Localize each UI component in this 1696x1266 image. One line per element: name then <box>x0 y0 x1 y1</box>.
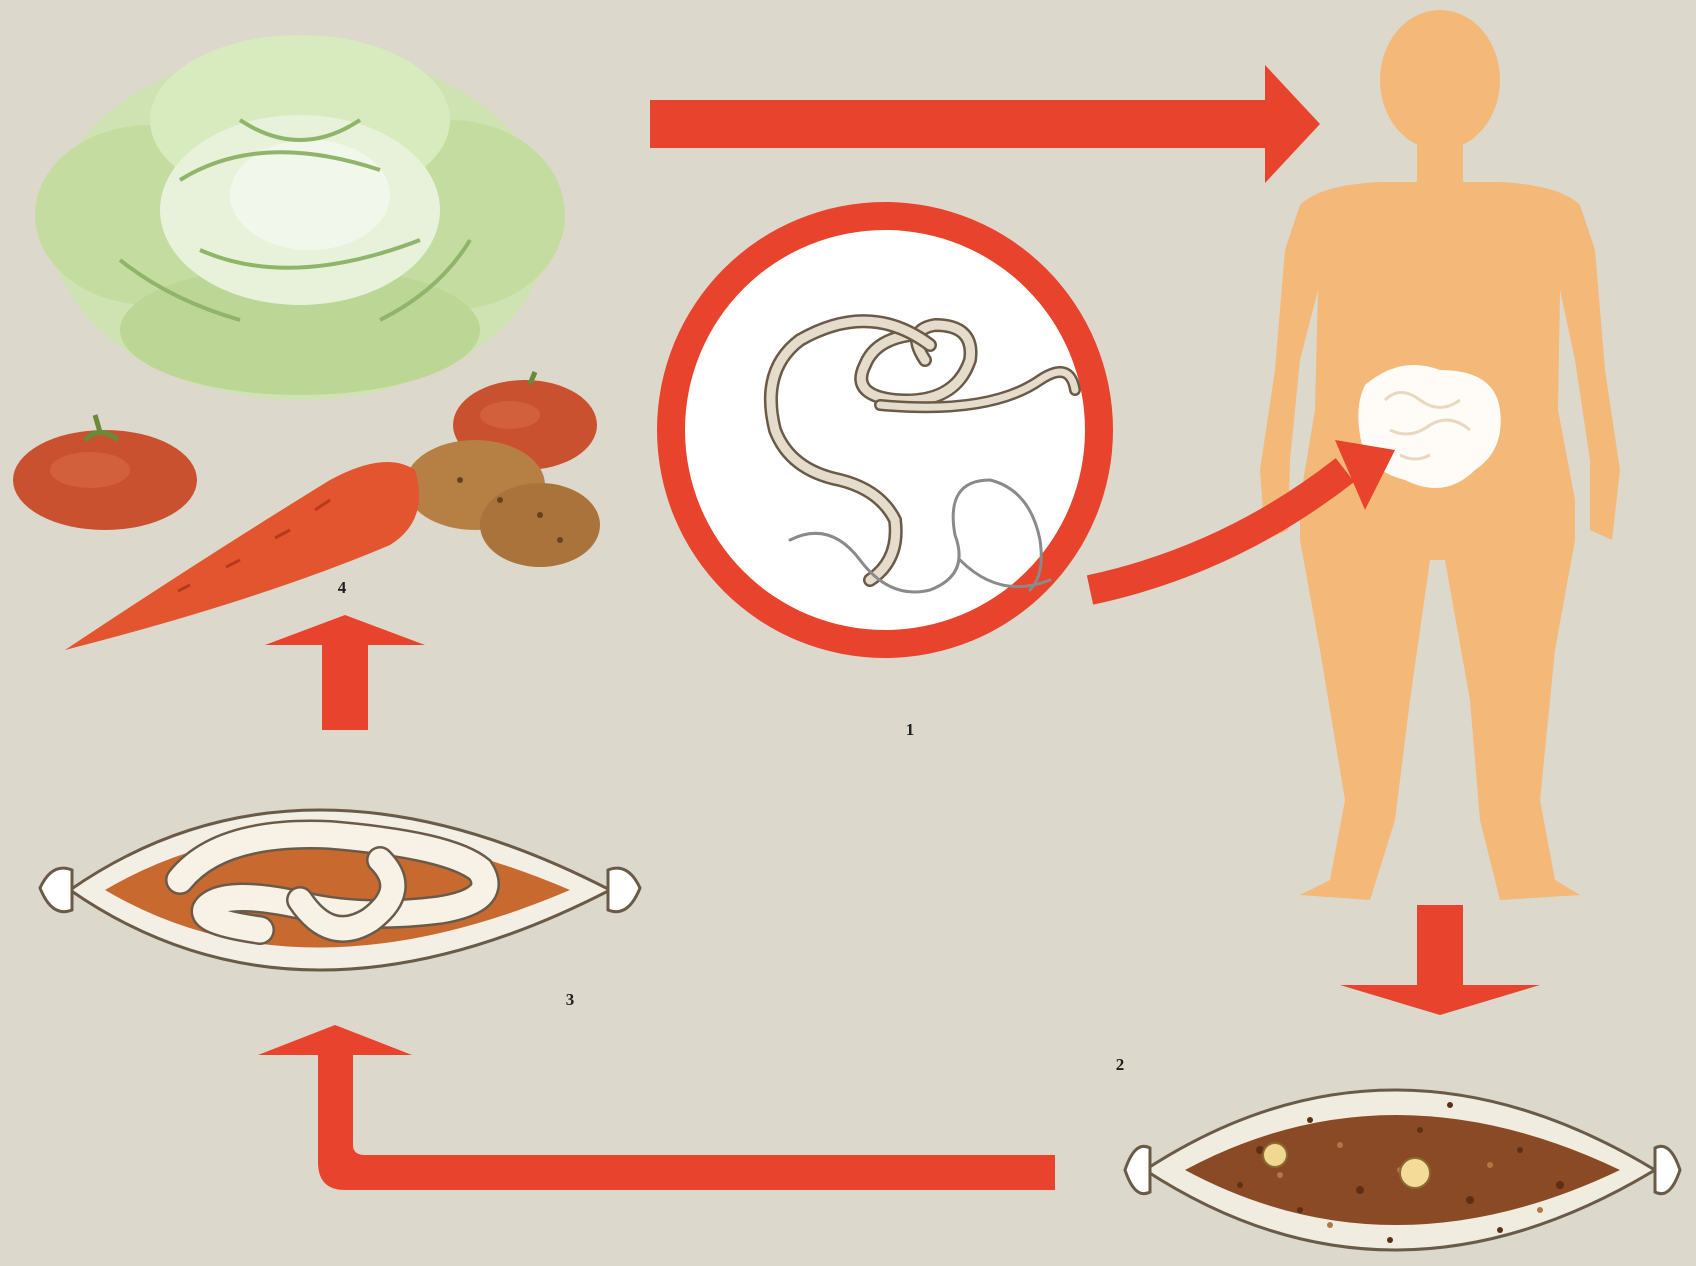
adult-worm-callout <box>657 202 1113 658</box>
stage-label-2: 2 <box>1116 1055 1125 1074</box>
stage-label-1: 1 <box>906 720 915 739</box>
stage-label-3: 3 <box>566 990 575 1009</box>
stage-label-4: 4 <box>338 578 347 597</box>
